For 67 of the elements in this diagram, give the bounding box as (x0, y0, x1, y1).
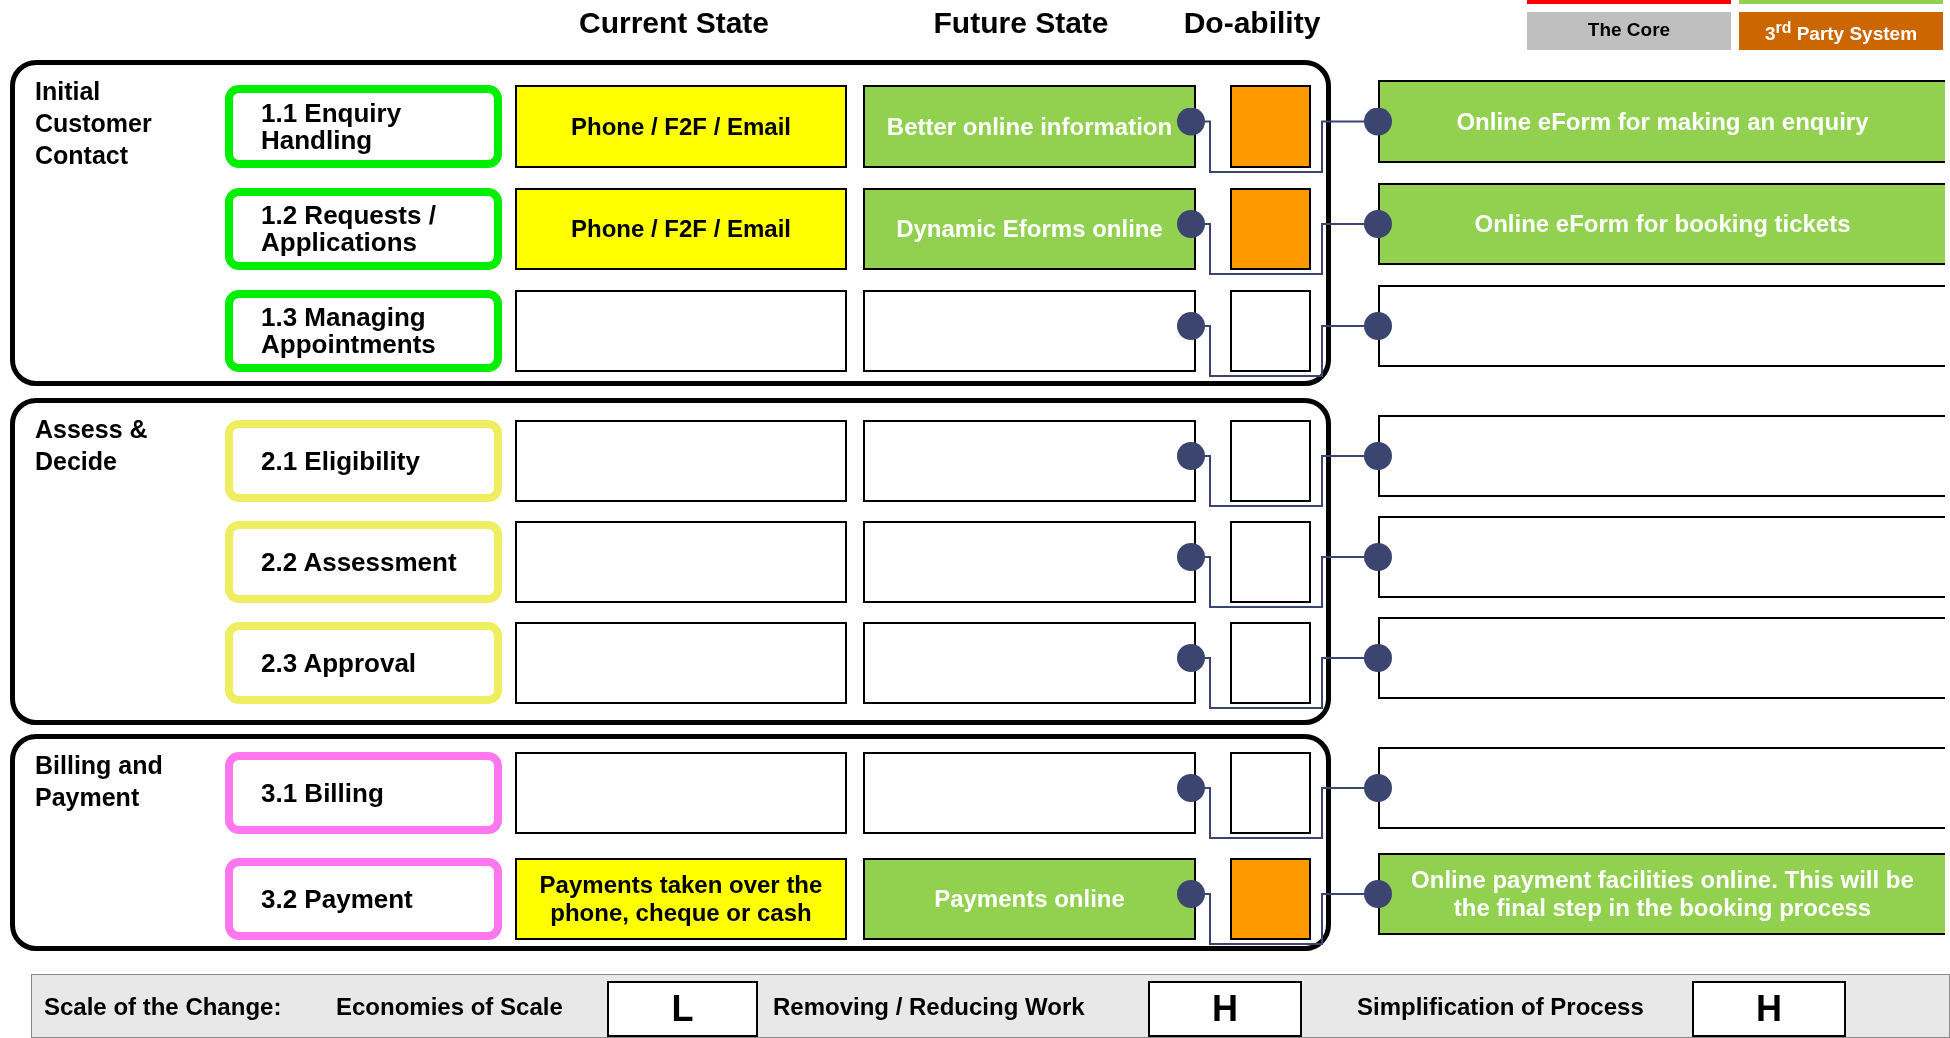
legend-label: The Core (1586, 19, 1672, 41)
connector (1177, 210, 1392, 275)
future-box: Payments online (863, 858, 1196, 940)
current-box: Phone / F2F / Email (515, 85, 847, 168)
future-box: Better online information (863, 85, 1196, 168)
empty-box (863, 290, 1196, 372)
empty-box (515, 420, 847, 502)
group-heading: Assess & Decide (35, 414, 149, 477)
current-box: Payments taken over the phone, cheque or cash (515, 858, 847, 940)
outcome-box: Online eForm for making an enquiry (1378, 80, 1945, 163)
future-box: Dynamic Eforms online (863, 188, 1196, 270)
empty-box (863, 622, 1196, 704)
connector (1177, 644, 1392, 709)
empty-box (1378, 747, 1945, 829)
connector (1177, 543, 1392, 608)
stage-box: 2.1 Eligibility (225, 420, 502, 502)
scale-heading: Scale of the Change: (44, 993, 282, 1021)
empty-box (1230, 752, 1311, 834)
group-frame (10, 734, 1331, 951)
stage-box: 1.2 Requests / Applications (225, 188, 502, 270)
outcome-box: Online eForm for booking tickets (1378, 183, 1945, 265)
column-heading: Do-ability (1182, 6, 1322, 40)
empty-box (863, 752, 1196, 834)
scale-criterion: Removing / Reducing Work (773, 993, 1085, 1021)
empty-box (515, 290, 847, 372)
scale-criterion: Simplification of Process (1357, 993, 1644, 1021)
stage-box: 1.1 Enquiry Handling (225, 85, 502, 168)
stage-box: 3.2 Payment (225, 858, 502, 940)
scale-criterion: Economies of Scale (336, 993, 563, 1021)
group-heading: Billing and Payment (35, 750, 164, 813)
empty-box (1230, 420, 1311, 502)
connector (1177, 442, 1392, 507)
connector (1177, 107, 1392, 173)
empty-box (515, 521, 847, 603)
empty-box (1230, 188, 1311, 270)
empty-box (1378, 415, 1945, 497)
score-box: L (607, 981, 758, 1037)
scale-bar (31, 974, 1950, 1038)
empty-box (863, 521, 1196, 603)
stage-box: 1.3 Managing Appointments (225, 290, 502, 372)
stage-box: 3.1 Billing (225, 752, 502, 834)
group-heading: Initial Customer Contact (35, 76, 153, 171)
current-box: Phone / F2F / Email (515, 188, 847, 270)
empty-box (1378, 285, 1945, 367)
score-box: H (1692, 981, 1846, 1037)
connector (1177, 774, 1392, 839)
empty-box (1230, 85, 1311, 168)
stage-box: 2.2 Assessment (225, 521, 502, 603)
empty-box (515, 752, 847, 834)
empty-box (515, 622, 847, 704)
empty-box (863, 420, 1196, 502)
empty-box (1230, 521, 1311, 603)
stage-box: 2.3 Approval (225, 622, 502, 704)
empty-box (1230, 858, 1311, 940)
column-heading: Future State (932, 6, 1110, 40)
empty-box (1378, 617, 1945, 699)
connector (1177, 880, 1392, 945)
empty-box (1230, 622, 1311, 704)
outcome-box: Online payment facilities online. This will be the final step in the booking process (1378, 853, 1945, 935)
score-box: H (1148, 981, 1302, 1037)
connector (1177, 312, 1392, 377)
empty-box (1378, 516, 1945, 598)
group-frame (10, 60, 1331, 386)
column-heading: Current State (577, 6, 770, 40)
group-frame (10, 398, 1331, 725)
empty-box (1230, 290, 1311, 372)
legend-label: 3$^{rd}$ Party System (1763, 19, 1919, 46)
